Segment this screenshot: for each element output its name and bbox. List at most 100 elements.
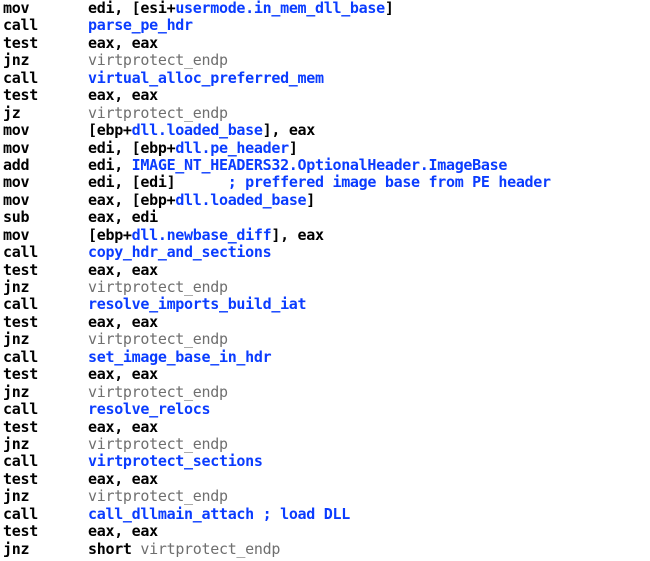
symbol-reference[interactable]: dll.pe_header	[175, 138, 289, 157]
operands: eax, eax	[88, 313, 158, 331]
operand-text: eax, eax	[88, 417, 158, 436]
mnemonic: jnz	[3, 487, 30, 506]
code-line[interactable]: test eax, eax	[0, 86, 650, 105]
operand-text: eax, eax	[88, 469, 158, 488]
jump-target-label[interactable]: virtprotect_endp	[88, 103, 228, 122]
symbol-reference[interactable]: call_dllmain_attach	[88, 504, 254, 523]
jump-target-label[interactable]: virtprotect_endp	[88, 51, 228, 70]
code-line[interactable]: jnz virtprotect_endp	[0, 278, 650, 296]
operands: edi, [esi+usermode.in_mem_dll_base]	[88, 0, 394, 17]
operands: virtprotect_sections	[88, 453, 263, 470]
operands: edi, IMAGE_NT_HEADERS32.OptionalHeader.I…	[88, 155, 508, 174]
mnemonic: call	[3, 16, 38, 35]
code-line[interactable]: test eax, eax	[0, 417, 650, 436]
jump-target-label[interactable]: virtprotect_endp	[88, 382, 228, 401]
code-line[interactable]: call call_dllmain_attach ; load DLL	[0, 504, 650, 523]
symbol-reference[interactable]: virtprotect_sections	[88, 452, 263, 471]
code-line[interactable]: test eax, eax	[0, 469, 650, 488]
operand-text: edi, [ebp+	[88, 138, 176, 157]
mnemonic: jnz	[3, 382, 30, 401]
mnemonic: jnz	[3, 330, 30, 349]
symbol-reference[interactable]: dll.loaded_base	[175, 190, 307, 209]
mnemonic: mov	[3, 121, 30, 140]
jump-target-label[interactable]: virtprotect_endp	[88, 330, 228, 349]
symbol-reference[interactable]: set_image_base_in_hdr	[88, 347, 272, 366]
operands: copy_hdr_and_sections	[88, 243, 272, 262]
operands: virtual_alloc_preferred_mem	[88, 68, 324, 87]
symbol-reference[interactable]: dll.newbase_diff	[131, 225, 272, 244]
mnemonic: test	[3, 469, 38, 488]
mnemonic: add	[3, 155, 30, 174]
operands: virtprotect_endp	[88, 331, 228, 348]
code-line[interactable]: mov[ebp+dll.newbase_diff], eax	[0, 225, 650, 244]
mnemonic: call	[3, 504, 38, 523]
code-line[interactable]: add edi, IMAGE_NT_HEADERS32.OptionalHeade…	[0, 155, 650, 174]
operand-text: ], eax	[271, 225, 324, 244]
operand-text: [ebp+	[88, 121, 132, 140]
symbol-reference[interactable]: ; load DLL	[253, 504, 351, 523]
jump-target-label[interactable]: virtprotect_endp	[140, 539, 281, 558]
code-line[interactable]: call parse_pe_hdr	[0, 16, 650, 35]
operand-text: eax, eax	[88, 522, 158, 541]
operands: eax, eax	[88, 86, 158, 104]
operands: eax, eax	[88, 469, 158, 488]
symbol-reference[interactable]: usermode.in_mem_dll_base	[175, 0, 385, 17]
jump-target-label[interactable]: virtprotect_endp	[88, 278, 228, 296]
mnemonic: jnz	[3, 278, 30, 296]
operand-text: edi, [esi+	[88, 0, 176, 17]
code-line[interactable]: jnz virtprotect_endp	[0, 487, 650, 506]
operands: virtprotect_endp	[88, 103, 228, 122]
mnemonic: test	[3, 365, 38, 384]
jump-target-label[interactable]: virtprotect_endp	[88, 487, 228, 506]
operands: virtprotect_endp	[88, 434, 228, 453]
operand-text: [ebp+	[88, 225, 132, 244]
operand-text: ]	[288, 138, 298, 157]
symbol-reference[interactable]: copy_hdr_and_sections	[88, 243, 272, 262]
symbol-reference[interactable]: ; preffered image base from PE header	[175, 173, 551, 192]
mnemonic: call	[3, 68, 38, 87]
operands: short virtprotect_endp	[88, 539, 281, 558]
symbol-reference[interactable]: IMAGE_NT_HEADERS32.OptionalHeader.ImageB…	[131, 155, 508, 174]
operands: eax, eax	[88, 417, 158, 436]
mnemonic: test	[3, 86, 38, 105]
symbol-reference[interactable]: virtual_alloc_preferred_mem	[88, 68, 324, 87]
code-line[interactable]: jnz virtprotect_endp	[0, 330, 650, 349]
operand-text: ]	[384, 0, 394, 17]
symbol-reference[interactable]: resolve_imports_build_iat	[88, 295, 307, 314]
operand-text: eax, eax	[88, 33, 158, 52]
symbol-reference[interactable]: resolve_relocs	[88, 400, 211, 419]
mnemonic: call	[3, 452, 38, 471]
operands: eax, eax	[88, 522, 158, 541]
jump-target-label[interactable]: virtprotect_endp	[88, 434, 228, 453]
operands: edi, [edi] ; preffered image base from P…	[88, 174, 551, 191]
code-line[interactable]: call virtual_alloc_preferred_mem	[0, 68, 650, 87]
operands: virtprotect_endp	[88, 52, 228, 69]
code-line[interactable]: call virtprotect_sections	[0, 452, 650, 471]
mnemonic: test	[3, 417, 38, 436]
symbol-reference[interactable]: parse_pe_hdr	[88, 16, 193, 35]
symbol-reference[interactable]: dll.loaded_base	[131, 121, 263, 140]
code-line[interactable]: jnz virtprotect_endp	[0, 382, 650, 401]
code-line[interactable]: mov[ebp+dll.loaded_base], eax	[0, 121, 650, 140]
operands: eax, edi	[88, 209, 158, 226]
mnemonic: test	[3, 260, 38, 279]
